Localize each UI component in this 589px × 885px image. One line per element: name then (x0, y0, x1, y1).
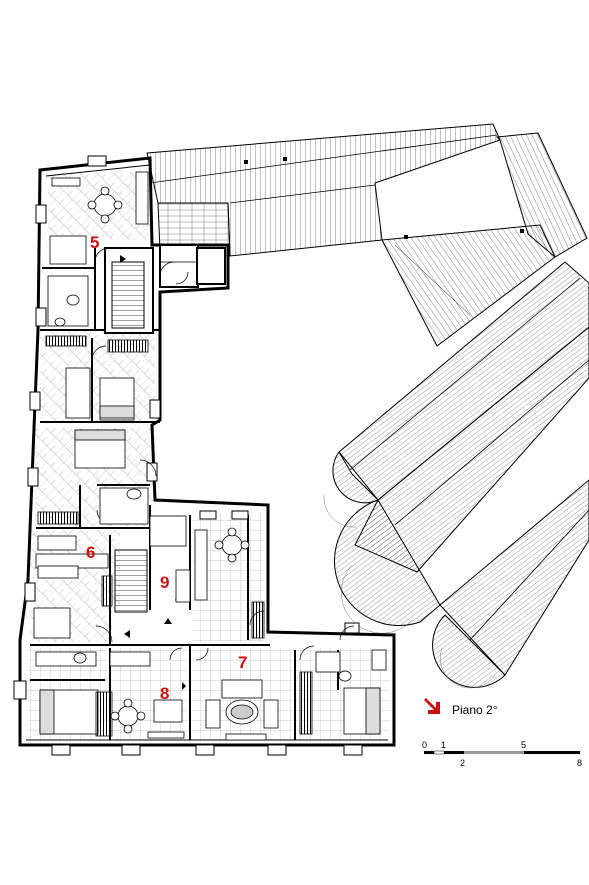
scale-tick-8: 8 (577, 758, 582, 768)
unit-label-9: 9 (160, 573, 169, 592)
scale-bar: 0 1 5 2 8 (422, 740, 582, 768)
stairwell-south (114, 549, 186, 690)
roof-vault-3 (432, 479, 589, 688)
scale-tick-2: 2 (460, 758, 465, 768)
scale-tick-5: 5 (521, 740, 526, 750)
terrace (157, 202, 231, 257)
furniture-unit-6 (33, 429, 149, 639)
furniture-unit-8 (35, 651, 185, 739)
furniture-unit-9 (149, 515, 265, 639)
legend: Piano 2° (424, 698, 498, 717)
floor-label: Piano 2° (452, 703, 498, 717)
scale-tick-1: 1 (441, 740, 446, 750)
furniture-unit-7 (205, 649, 387, 741)
unit-label-7: 7 (238, 653, 247, 672)
unit-label-5: 5 (90, 233, 99, 252)
north-arrow-icon (424, 698, 440, 714)
unit-label-8: 8 (160, 684, 169, 703)
unit-labels: 5 6 7 8 9 (86, 233, 247, 703)
scale-tick-0: 0 (422, 740, 427, 750)
landing-north (159, 244, 226, 288)
roof-slope (381, 224, 556, 347)
stairwell-north (104, 247, 154, 334)
roof-vault-2 (334, 326, 589, 626)
windows (13, 155, 363, 756)
furniture-unit-5 (45, 171, 149, 421)
unit-label-6: 6 (86, 543, 95, 562)
